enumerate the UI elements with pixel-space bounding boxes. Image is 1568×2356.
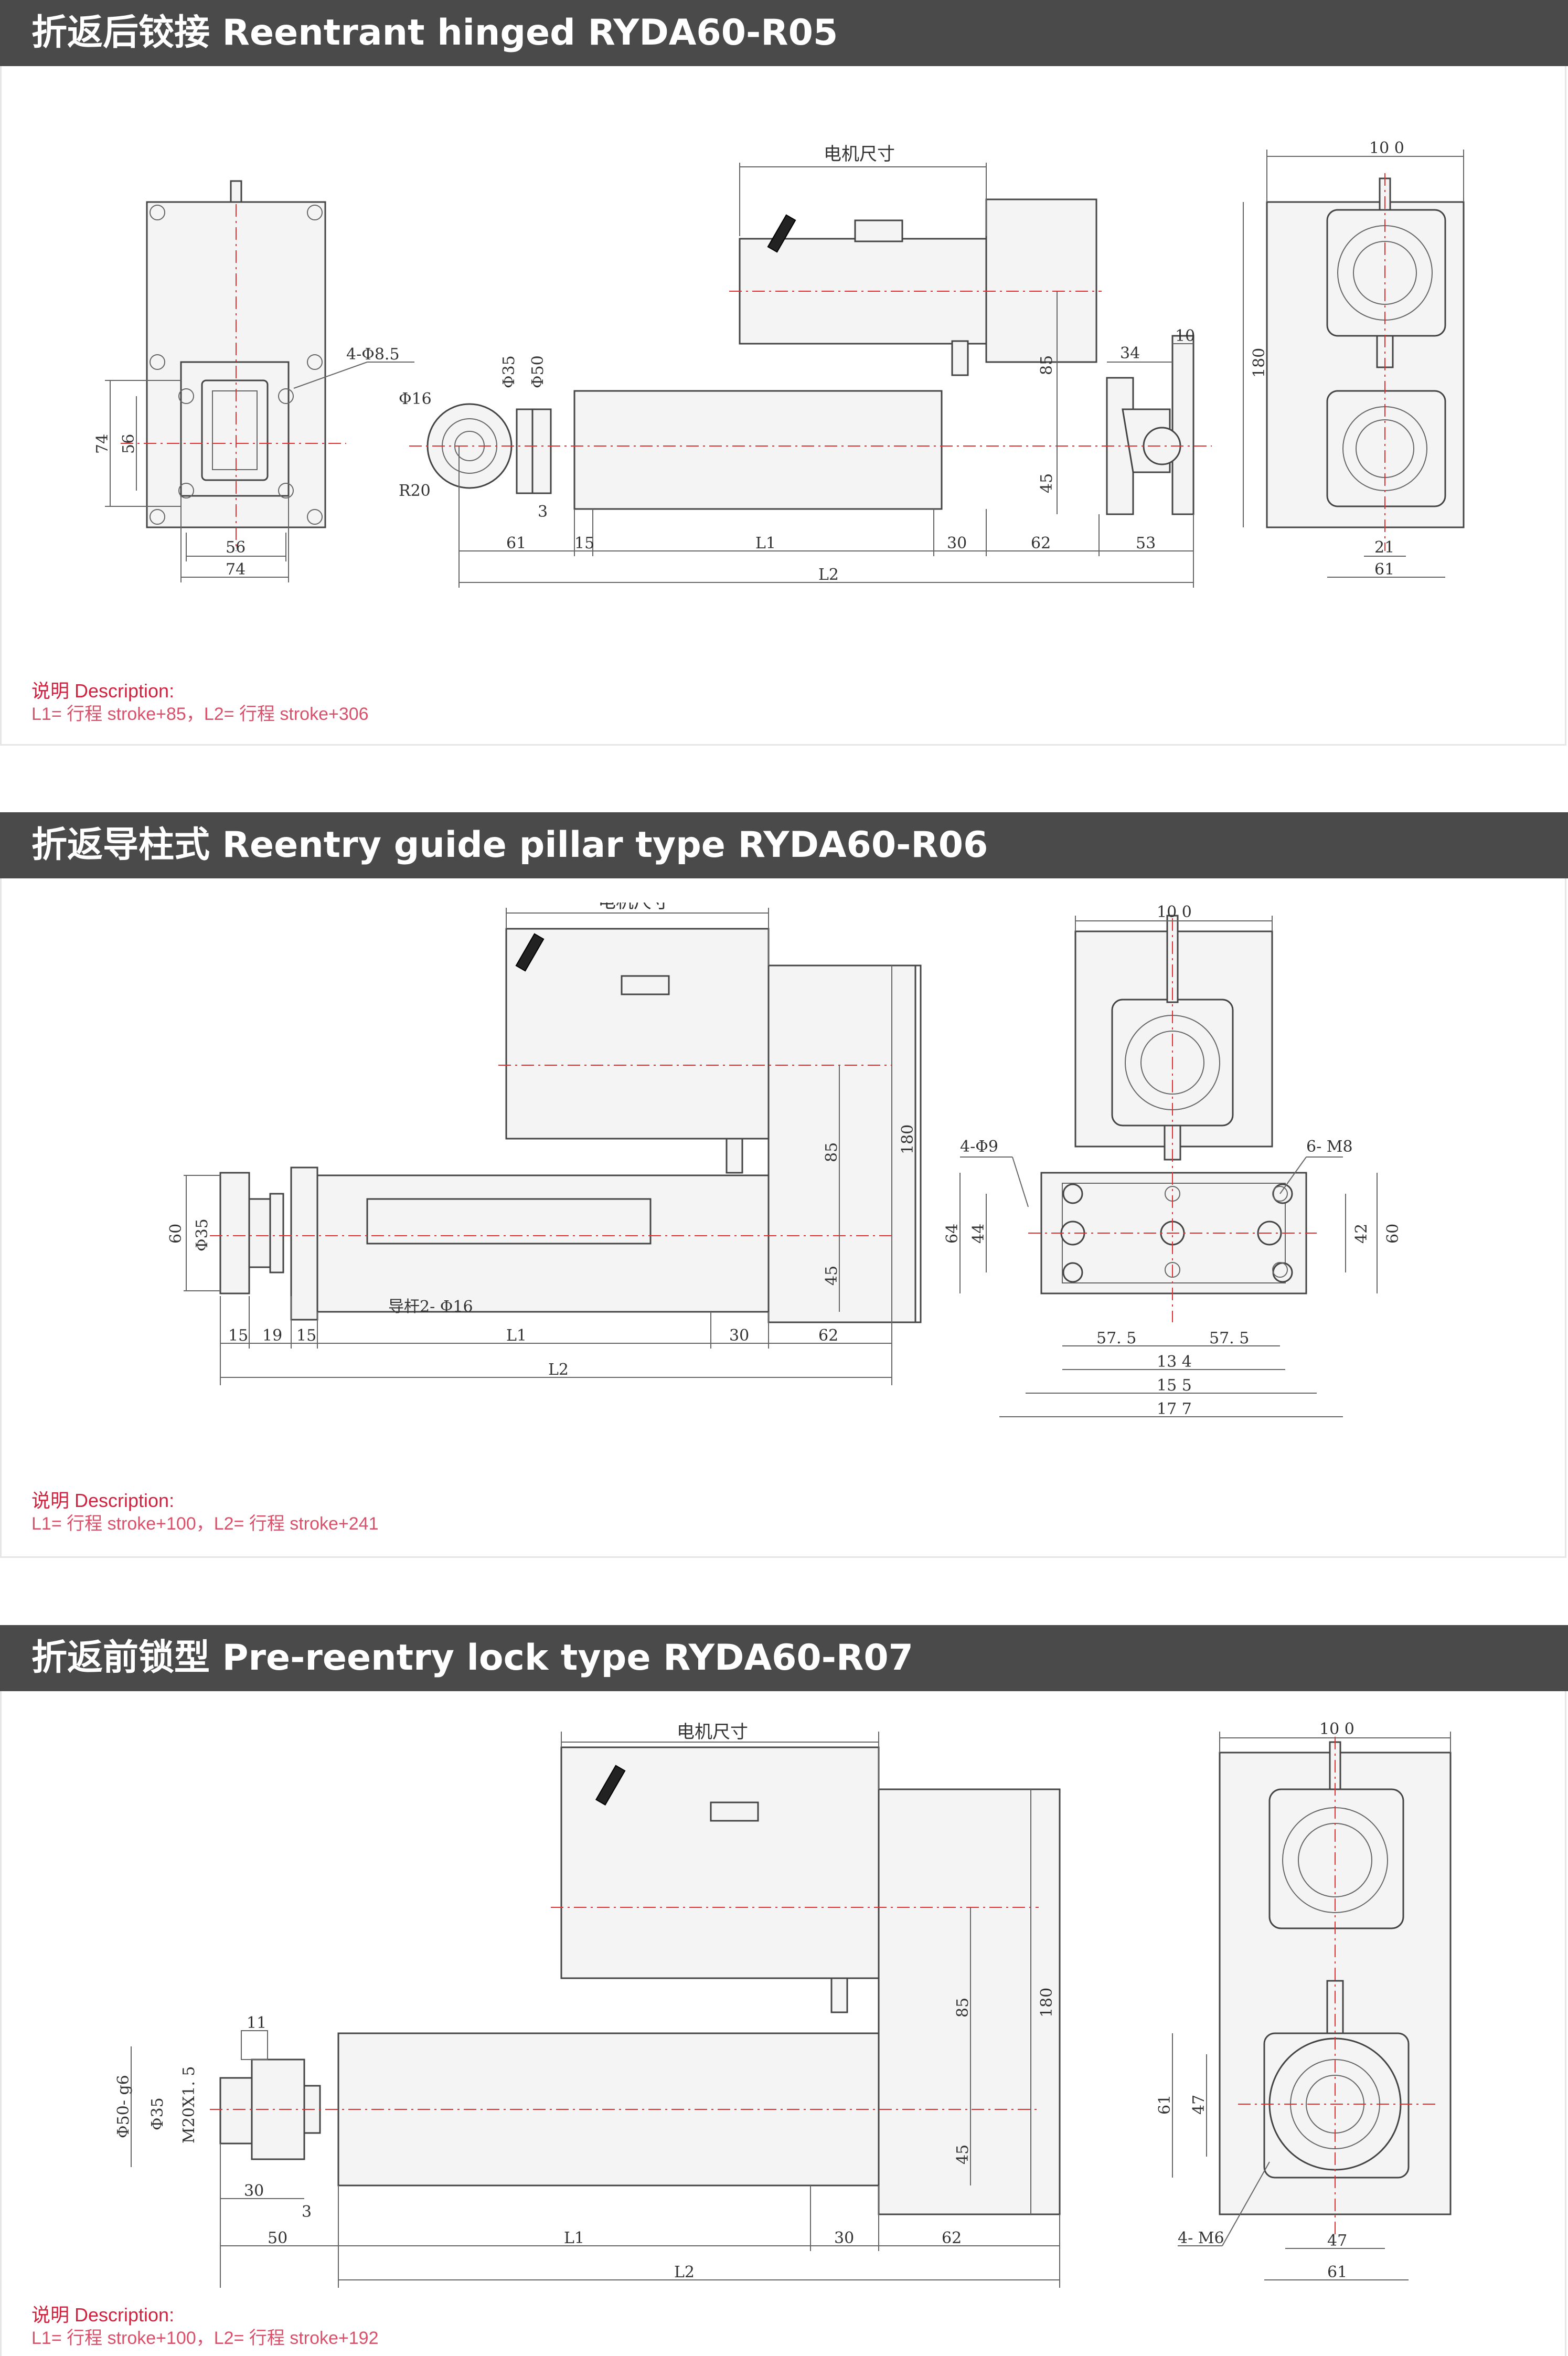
label-10: 10 [1175,327,1195,345]
r06-label-L1: L1 [506,1326,527,1345]
r05-side-view: 电机尺寸 Φ16 R20 Φ35 Φ50 3 85 45 34 10 61 15… [399,144,1212,588]
label-56b: 56 [226,538,246,557]
r06-label-180: 180 [899,1124,917,1154]
r07-label-50: 50 [268,2229,287,2247]
label-74: 74 [93,434,112,454]
r06-label-60: 60 [167,1224,185,1244]
section-2-description: 说明 Description: L1= 行程 stroke+100，L2= 行程… [31,1489,378,1535]
r07-label-L1: L1 [564,2229,584,2247]
r06-label-64: 64 [943,1224,962,1244]
description-text: L1= 行程 stroke+100，L2= 行程 stroke+192 [31,2328,379,2348]
r07-label-3: 3 [302,2203,312,2221]
r07-label-phi35: Φ35 [148,2097,167,2130]
label-r20: R20 [399,482,431,500]
r06-front-view: 10 0 4-Φ9 6- M8 64 44 42 60 57. 5 57. 5 … [943,903,1402,1418]
r06-label-100: 10 0 [1157,903,1192,921]
label-phi16: Φ16 [399,390,432,408]
r06-label-60b: 60 [1384,1224,1402,1244]
label-100: 10 0 [1369,139,1404,157]
r06-side-view: 电机尺寸 60 Φ35 导杆2- Φ16 85 45 180 15 19 15 … [167,903,922,1385]
r07-label-30: 30 [244,2182,264,2200]
label-30: 30 [947,534,967,553]
r07-label-180: 180 [1038,1988,1056,2018]
r06-label-42: 42 [1352,1224,1371,1244]
r06-label-62: 62 [818,1326,838,1345]
section-3-title: 折返前锁型 Pre-reentry lock type RYDA60-R07 [0,1625,1568,1691]
label-45: 45 [1038,473,1056,493]
description-text: L1= 行程 stroke+100，L2= 行程 stroke+241 [31,1514,379,1534]
r06-label-177: 17 7 [1157,1400,1192,1418]
r06-label-15a: 15 [228,1326,248,1345]
description-heading: 说明 Description: [31,2304,175,2326]
r06-label-155: 15 5 [1157,1376,1192,1395]
r06-label-hole: 4-Φ9 [960,1138,998,1156]
r06-label-575a: 57. 5 [1096,1329,1136,1347]
description-heading: 说明 Description: [31,1490,175,1511]
r07-label-11: 11 [247,2014,266,2032]
r05-end-view: 4-Φ8.5 74 56 56 74 [93,180,414,582]
r06-label-134: 13 4 [1157,1353,1192,1371]
label-L1: L1 [755,534,776,553]
drawing-r06: 电机尺寸 60 Φ35 导杆2- Φ16 85 45 180 15 19 15 … [167,903,1402,1418]
r07-label-47b: 47 [1327,2232,1347,2250]
r07-label-47: 47 [1190,2095,1208,2115]
label-phi35: Φ35 [500,355,518,388]
label-56: 56 [120,434,138,454]
drawing-r07: 电机尺寸 11 Φ50- g6 Φ35 M20X1. 5 30 3 85 45 … [114,1720,1452,2288]
section-2-title: 折返导柱式 Reentry guide pillar type RYDA60-R… [0,812,1568,878]
r07-label-m6: 4- M6 [1178,2229,1224,2247]
description-text: L1= 行程 stroke+85，L2= 行程 stroke+306 [31,704,369,724]
section-1-title: 折返后铰接 Reentrant hinged RYDA60-R05 [0,0,1568,66]
label-21: 21 [1374,538,1394,557]
r06-label-44: 44 [969,1224,988,1244]
section-2-frame [0,878,1566,1558]
section-3-description: 说明 Description: L1= 行程 stroke+100，L2= 行程… [31,2304,378,2350]
drawing-r05: 4-Φ8.5 74 56 56 74 电 [93,139,1465,588]
label-15: 15 [574,534,594,553]
r06-label-85: 85 [823,1142,841,1162]
r06-label-motor: 电机尺寸 [598,903,669,912]
r07-label-30b: 30 [834,2229,854,2247]
label-180: 180 [1250,348,1268,378]
r07-label-phi50: Φ50- g6 [114,2075,133,2138]
r07-side-view: 电机尺寸 11 Φ50- g6 Φ35 M20X1. 5 30 3 85 45 … [114,1722,1061,2288]
label-61b: 61 [1374,560,1394,579]
r06-label-30: 30 [729,1326,749,1345]
r06-label-m8: 6- M8 [1306,1138,1353,1156]
label-61: 61 [506,534,526,553]
r07-label-m20: M20X1. 5 [180,2066,198,2144]
r06-label-phi35: Φ35 [193,1218,211,1251]
label-62: 62 [1031,534,1051,553]
description-heading: 说明 Description: [31,680,175,702]
section-1-description: 说明 Description: L1= 行程 stroke+85，L2= 行程 … [31,680,369,726]
r07-front-view: 10 0 61 47 4- M6 47 61 [1156,1720,1452,2281]
r06-label-15b: 15 [296,1326,316,1345]
r07-label-85: 85 [954,1998,972,2018]
label-L2: L2 [818,566,839,584]
section-1-frame [0,66,1566,746]
r07-label-45: 45 [954,2145,972,2164]
r06-label-L2: L2 [548,1361,569,1379]
label-85: 85 [1038,355,1056,375]
label-74b: 74 [226,560,246,579]
label-d3: 3 [538,503,548,521]
r06-label-45: 45 [823,1266,841,1286]
r07-label-61b: 61 [1327,2263,1347,2281]
r05-front-view: 10 0 180 21 61 [1243,139,1465,579]
r07-label-62: 62 [942,2229,962,2247]
r06-label-19: 19 [262,1326,282,1345]
label-motor: 电机尺寸 [824,144,895,165]
r07-label-100: 10 0 [1319,1720,1354,1738]
label-53: 53 [1136,534,1156,553]
r07-label-61: 61 [1156,2095,1174,2115]
label-34: 34 [1120,344,1140,363]
r06-label-guide: 导杆2- Φ16 [388,1298,473,1316]
section-3-frame [0,1691,1566,2356]
r06-label-575b: 57. 5 [1209,1329,1249,1347]
r07-label-L2: L2 [674,2263,695,2281]
label-phi50: Φ50 [529,355,547,388]
label-hole: 4-Φ8.5 [346,345,400,364]
r07-label-motor: 电机尺寸 [677,1722,748,1743]
